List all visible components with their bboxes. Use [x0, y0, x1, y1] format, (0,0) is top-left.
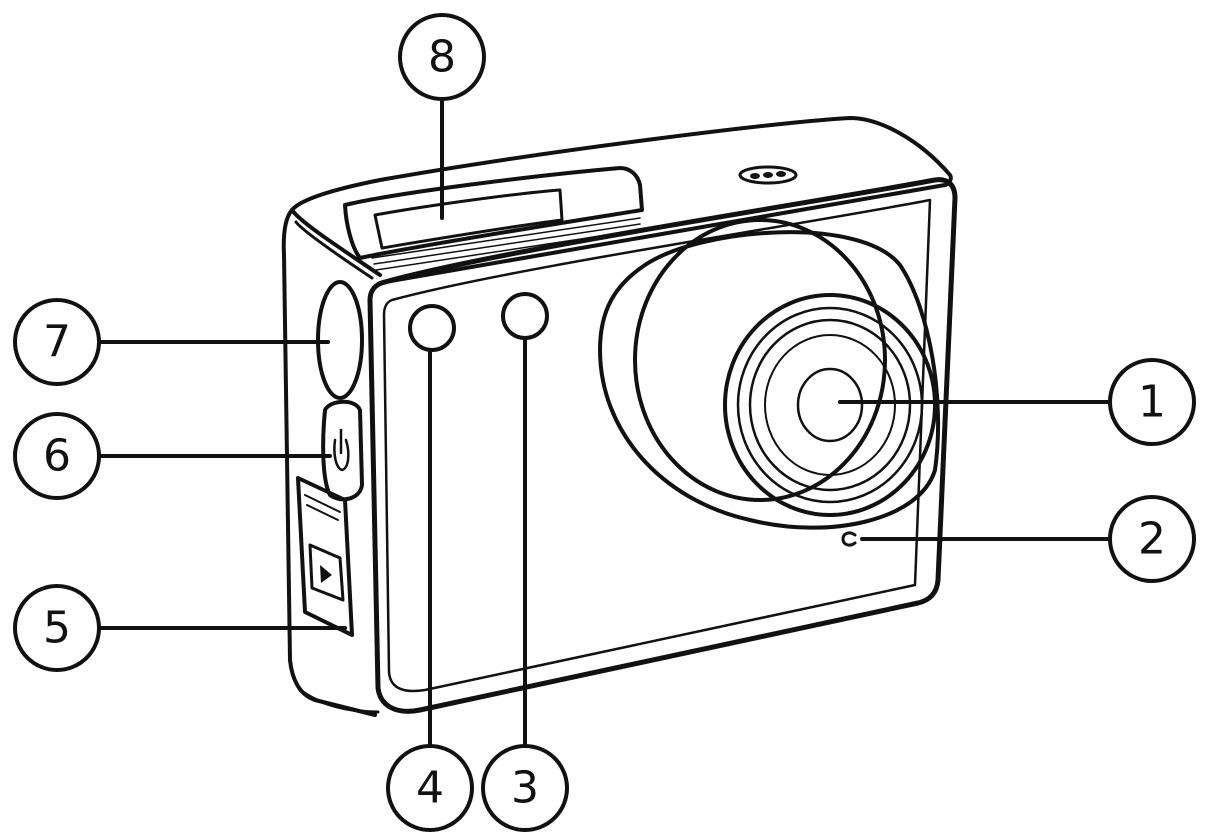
status-display — [343, 166, 644, 271]
callout-7: 7 — [13, 298, 101, 386]
microphone-hole — [841, 531, 857, 547]
callout-6: 6 — [13, 412, 101, 500]
callout-8: 8 — [398, 13, 486, 101]
callout-label-6: 6 — [43, 431, 71, 482]
callout-label-8: 8 — [428, 32, 456, 83]
port-cover — [296, 476, 354, 637]
camera-top-face — [290, 116, 953, 284]
camera-side-face — [281, 208, 382, 717]
power-button — [321, 399, 364, 502]
callout-3: 3 — [481, 744, 569, 832]
camera-front-face — [367, 177, 958, 714]
callout-5: 5 — [13, 584, 101, 672]
callout-label-4: 4 — [416, 763, 444, 814]
callout-2: 2 — [1108, 495, 1196, 583]
callout-4: 4 — [386, 744, 474, 832]
lens-glass — [796, 367, 864, 443]
indicator-light-4 — [408, 304, 456, 352]
callout-label-7: 7 — [43, 317, 71, 368]
camera-illustration — [281, 116, 958, 717]
callouts: 1 2 3 4 5 6 7 8 — [13, 13, 1196, 832]
callout-label-2: 2 — [1138, 514, 1166, 565]
callout-label-3: 3 — [511, 763, 539, 814]
top-vent — [738, 165, 798, 185]
leader-lines — [98, 98, 1112, 747]
lens-assembly — [598, 218, 941, 530]
callout-1: 1 — [1108, 358, 1196, 446]
callout-label-1: 1 — [1138, 377, 1166, 428]
indicator-light-3 — [501, 292, 549, 340]
callout-label-5: 5 — [43, 603, 71, 654]
